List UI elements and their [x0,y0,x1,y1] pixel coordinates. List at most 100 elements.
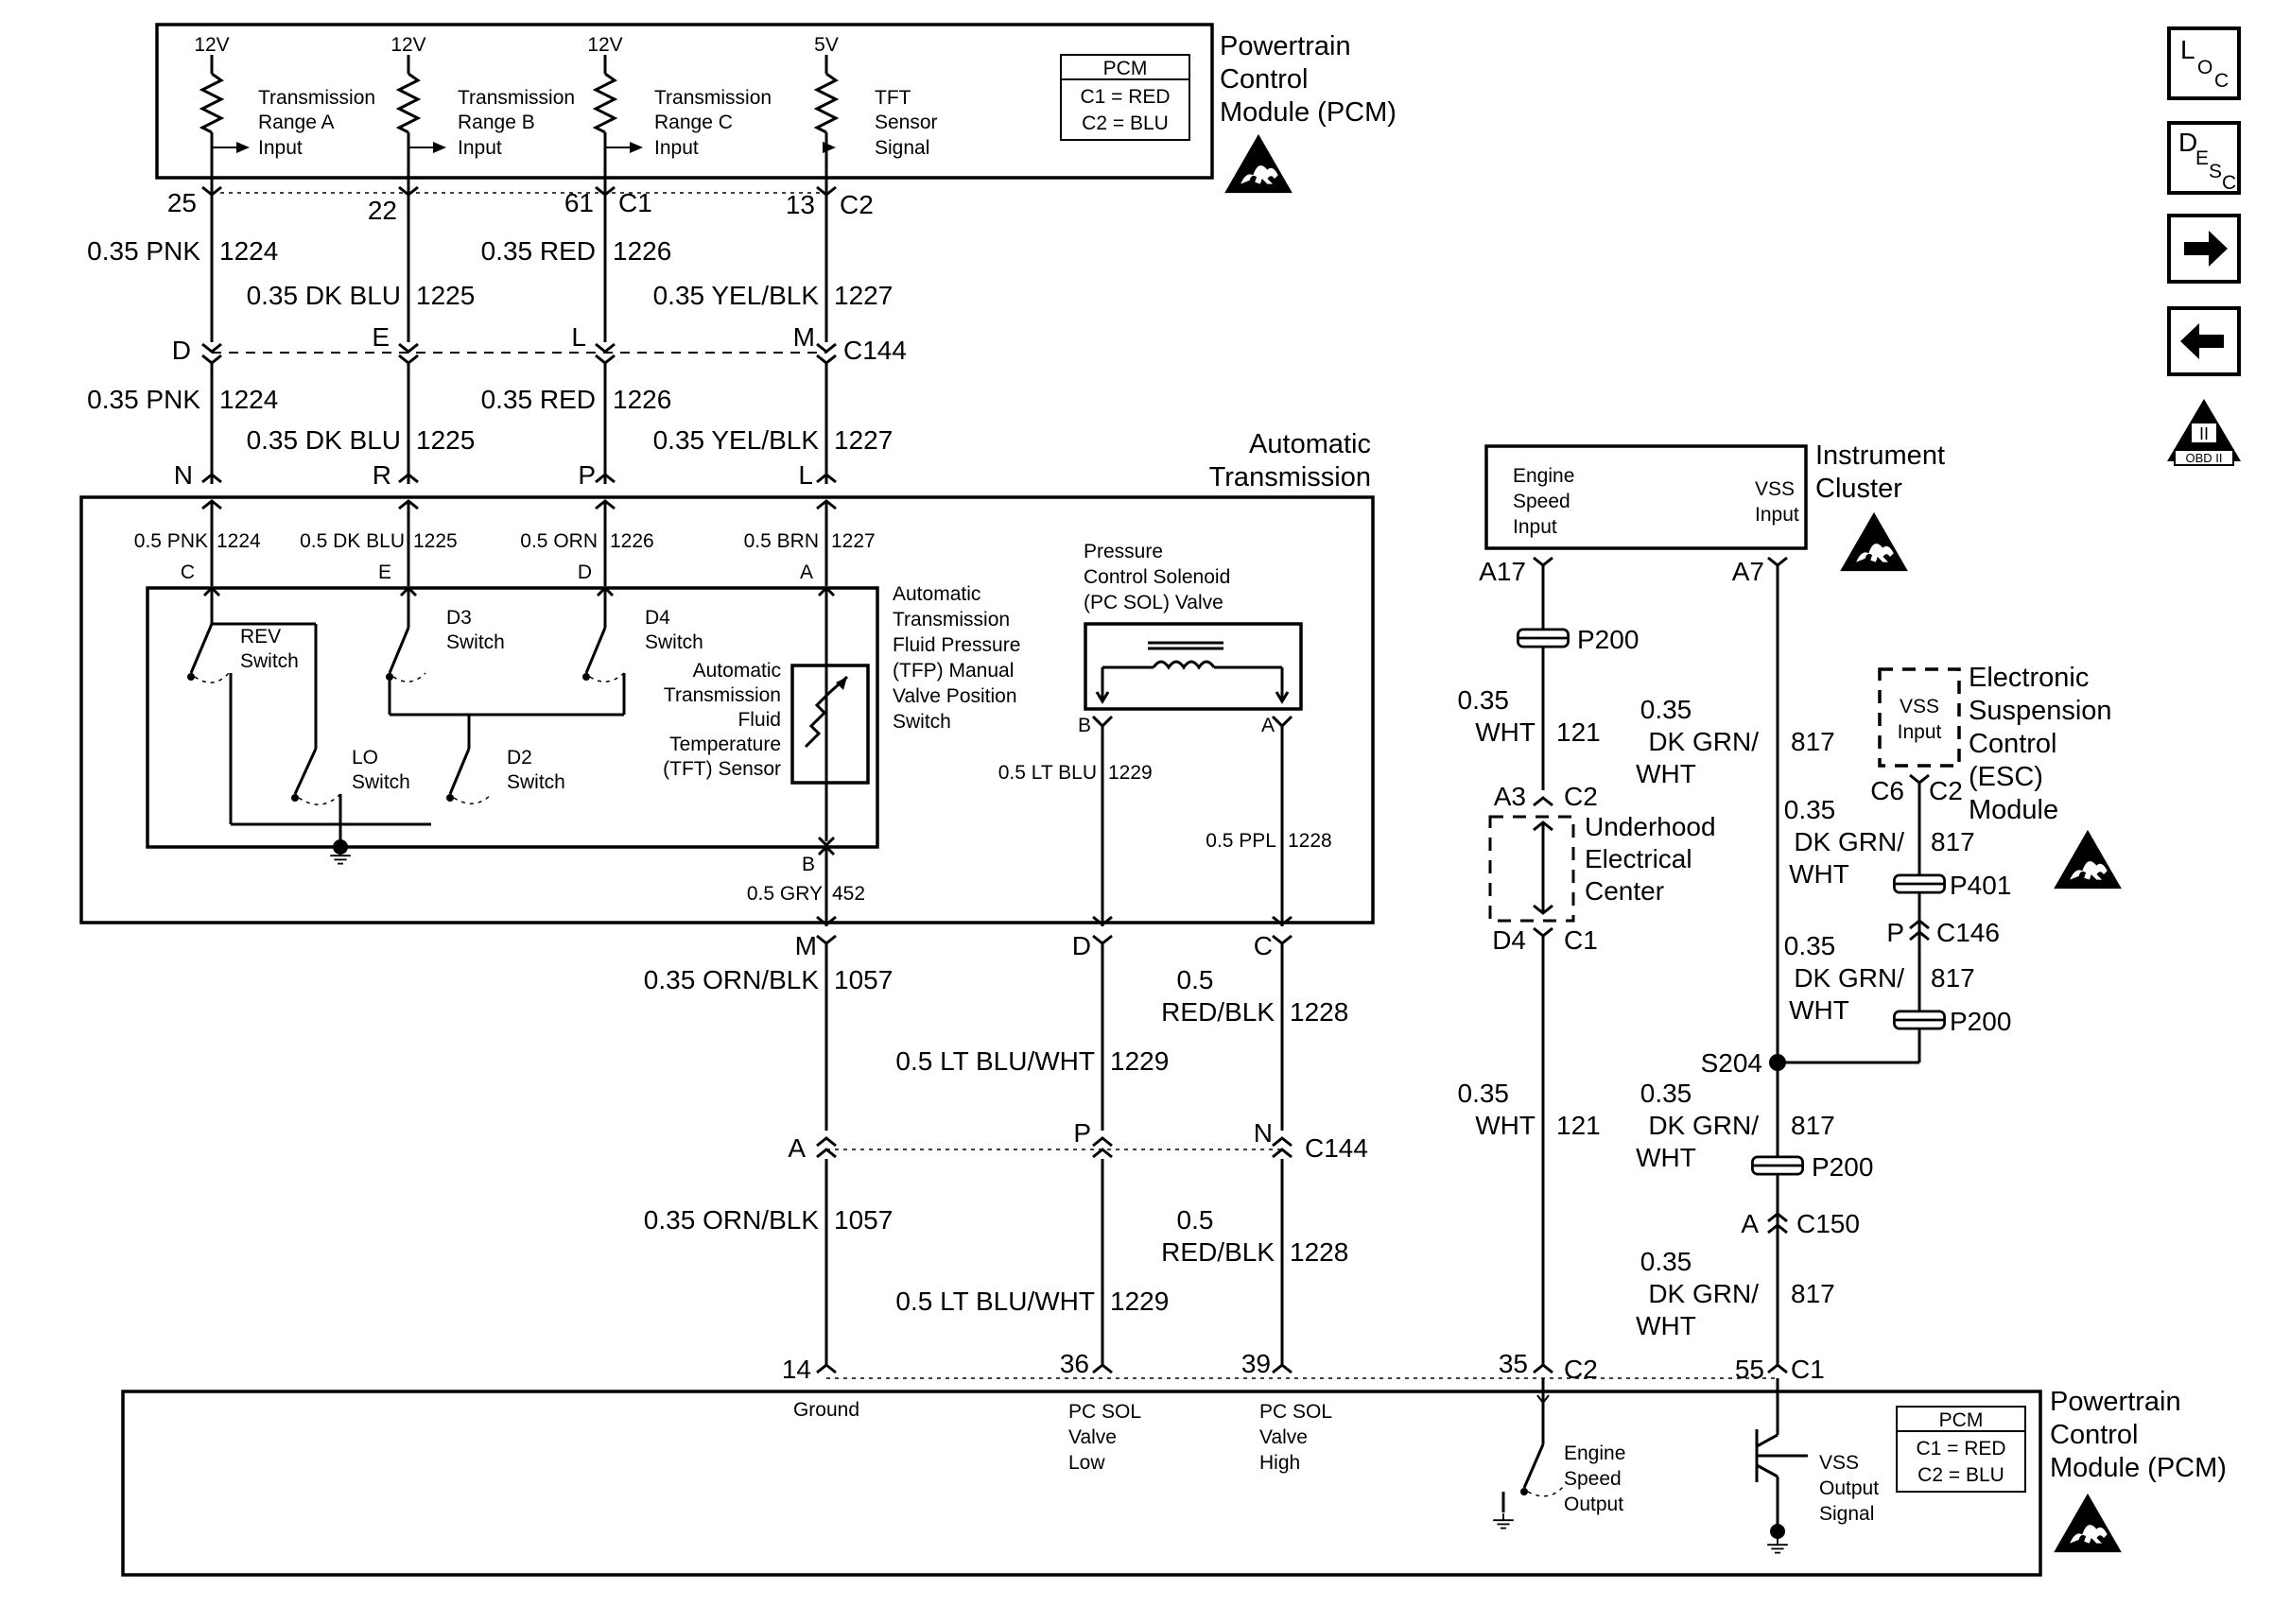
wire-size-color: 0.35 PNK [87,236,200,266]
pcm-connector-key: PCM C1 = RED C2 = BLU [1060,54,1190,141]
lo-switch-label-1: LO [352,747,378,769]
esd-warning-icon [2054,829,2122,890]
input-label-line3: Input [654,137,699,159]
tfp-label-4: (TFP) Manual [893,660,1014,682]
pin-22: 22 [368,196,397,225]
pin-61: 61 [564,188,594,217]
input-label-line3: Input [458,137,502,159]
engine-speed-circuit: P200 0.35 WHT 121 A3 C2 Underhood Electr… [1458,565,1716,1367]
d4-switch-label-1: D4 [645,607,670,629]
desc-icon-s: S [2209,161,2222,182]
pin-n: N [174,460,193,490]
wire-color-2: WHT [1636,1143,1696,1172]
wire-size-color: 0.5 PNK [134,530,208,552]
c144-pin-l: L [571,322,586,352]
pcm-bottom-title-line3: Module (PCM) [2050,1453,2227,1483]
pc-sol-label-1: Pressure [1084,541,1163,562]
input-label-line2: Range A [258,112,335,133]
c144-pin-d: D [172,336,191,365]
underhood-electrical-center [1488,815,1575,923]
pin-14: 14 [782,1355,811,1384]
cluster-title-line2: Cluster [1815,474,1902,504]
tfp-label: Automatic Transmission Fluid Pressure (T… [893,583,1020,733]
c144-bottom-name: C144 [1305,1133,1368,1163]
pc-sol-high-line2: Valve [1259,1426,1308,1448]
wire-color: DK GRN/ [1794,827,1904,856]
wire-size-color: 0.35 RED [481,236,596,266]
pcm-key-header: PCM [1939,1409,1984,1431]
tfp-switch-network: REV Switch D3 Switch D4 Switch [187,588,703,865]
tft-label-4: Temperature [669,734,781,755]
pcm-input-range-c: 12V Transmission Range C Input [587,34,772,193]
d4-switch-label-2: Switch [645,631,703,653]
connector-c2: C2 [1929,776,1963,805]
wire-size-color: 0.35 YEL/BLK [653,281,820,310]
vss-output-transistor: VSS Output Signal [1755,1378,1879,1554]
esc-vss-input-line1: VSS [1900,696,1939,717]
engine-speed-output-line3: Output [1564,1494,1623,1515]
next-page-button[interactable] [2167,214,2241,284]
pin-d4: D4 [1492,925,1526,955]
tfp-label-1: Automatic [893,583,980,605]
wire-size-color: 0.5 LT BLU/WHT [895,1287,1095,1316]
desc-button[interactable]: D E S C [2167,121,2241,195]
pcm-bottom: Powertrain Control Module (PCM) PCM C1 =… [121,1349,2227,1577]
pc-sol-pin-b: B [1078,715,1091,736]
esc-title-line5: Module [1969,795,2058,825]
desc-icon-c: C [2222,172,2236,194]
pin-c: C [181,561,195,583]
desc-icon-d: D [2178,128,2197,157]
ground-label: Ground [793,1399,859,1421]
tfp-label-6: Switch [893,711,951,733]
ground-icon [329,847,352,865]
obd-ii-icon[interactable]: II OBD II [2167,399,2241,466]
wire-color: DK GRN/ [1648,727,1759,756]
wire-circuit: 1228 [1290,997,1348,1027]
wire-circuit: 452 [832,883,865,905]
voltage-label: 12V [587,34,622,56]
wire-size-color: 0.35 ORN/BLK [644,1205,820,1235]
wire-color: WHT [1475,717,1536,747]
vss-input-line2: Input [1755,504,1799,526]
prev-page-button[interactable] [2167,306,2241,376]
wire-circuit: 817 [1931,963,1975,993]
vss-output-line3: Signal [1819,1503,1874,1525]
tft-label-3: Fluid [737,709,781,731]
wire-size-color: 0.35 RED [481,385,596,414]
transmission-connector-pins: N R P L [174,460,837,490]
pc-sol-valve: Pressure Control Solenoid (PC SOL) Valve… [1078,541,1303,736]
wire-circuit: 1229 [1110,1046,1169,1076]
pin-a: A [800,561,813,583]
wire-color-2: WHT [1789,995,1849,1025]
wire-circuit: 817 [1791,1111,1835,1140]
ground-icon [1492,1512,1515,1529]
wire-size-color: 0.5 ORN [520,530,598,552]
splice-p200 [1517,628,1570,648]
c144-pin-e: E [372,322,390,352]
pin-c: C [1254,931,1273,960]
wire-circuit: 1226 [613,236,671,266]
engine-input-line2: Speed [1513,491,1570,512]
pc-sol-low-line3: Low [1068,1452,1105,1474]
pin-36: 36 [1060,1349,1089,1378]
splice-p200 [1893,1010,1946,1030]
instrument-cluster: Instrument Cluster Engine Speed Input VS… [1479,441,1945,586]
rev-switch-label-2: Switch [240,650,299,672]
tfp-label-2: Transmission [893,609,1010,631]
pin-r: R [373,460,391,490]
internal-wire-labels: 0.5 PNK 1224 0.5 DK BLU 1225 0.5 ORN 122… [134,530,876,583]
automatic-transmission: Automatic Transmission 0.5 PNK 1224 0.5 … [79,429,1375,926]
wire-circuit: 1224 [219,236,278,266]
obd-ii-roman: II [2199,424,2209,443]
loc-icon-o: O [2197,57,2212,78]
c144-pin-p: P [1073,1118,1091,1148]
transmission-title-line2: Transmission [1209,462,1371,492]
upper-harness: 0.35 PNK 1224 0.35 DK BLU 1225 0.35 RED … [87,185,907,490]
esc-vss-input-line2: Input [1898,721,1942,743]
pin-d: D [578,561,592,583]
loc-button[interactable]: L O C [2167,26,2241,100]
voltage-label: 12V [194,34,229,56]
engine-speed-output-switch: Engine Speed Output [1492,1378,1625,1529]
esc-module-boundary [1878,667,1961,768]
esd-warning-icon [1224,133,1293,194]
